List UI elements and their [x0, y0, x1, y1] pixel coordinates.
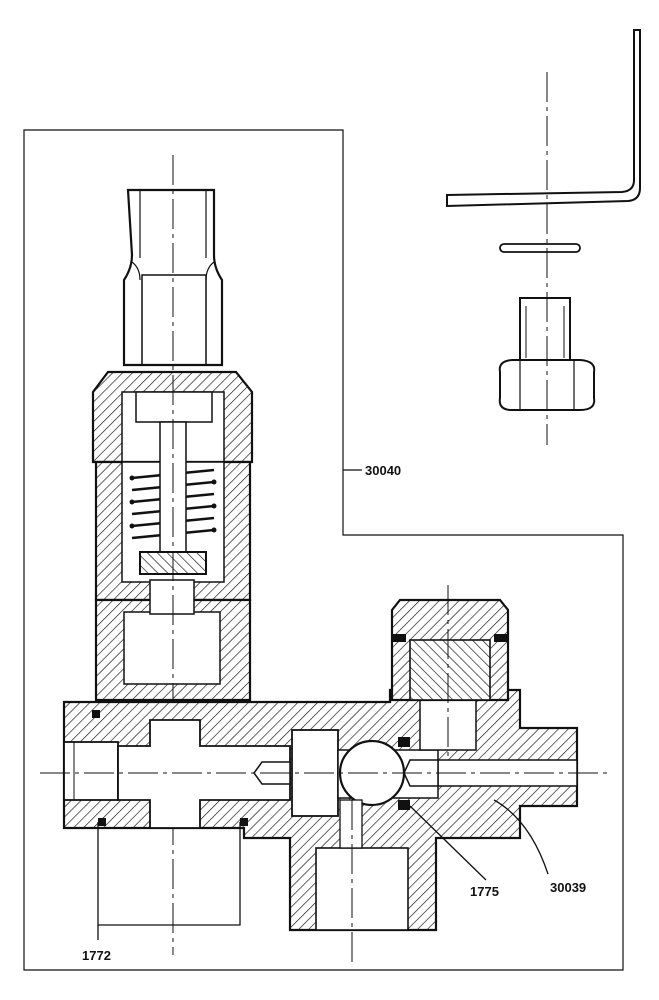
callout-30040: 30040	[343, 463, 401, 478]
main-valve-body	[62, 688, 579, 932]
outlet-cap	[390, 598, 510, 702]
inlet-pipe	[122, 188, 224, 367]
hex-screw	[498, 297, 596, 411]
kit-border-frame	[23, 129, 624, 971]
body-seal-bottom-right	[240, 818, 248, 826]
ball-seal-upper	[398, 737, 410, 747]
label-30040: 30040	[365, 463, 401, 478]
callout-1772: 1772	[82, 822, 241, 963]
o-ring-seal	[499, 243, 581, 253]
label-1772: 1772	[82, 948, 111, 963]
body-seal-left	[92, 710, 100, 718]
hex-key-wrench	[446, 29, 641, 208]
label-1775: 1775	[470, 884, 499, 899]
callout-30039: 30039	[493, 799, 586, 895]
ball-seal-lower	[398, 800, 410, 810]
callout-1775: 1775	[409, 805, 499, 899]
body-seal-bottom-left	[98, 818, 106, 826]
label-30039: 30039	[550, 880, 586, 895]
